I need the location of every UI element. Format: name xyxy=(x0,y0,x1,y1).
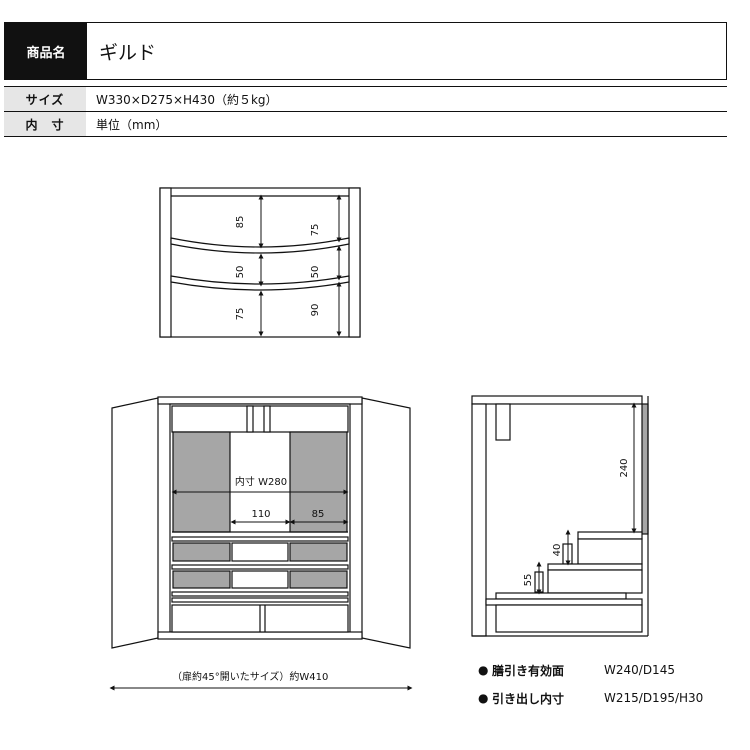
dim-label: 75 xyxy=(235,308,246,321)
top-view-right-wall xyxy=(348,187,361,338)
side-front-edge xyxy=(641,403,649,535)
dim-label: 85 xyxy=(235,216,246,229)
top-view-shelf-curve-2 xyxy=(170,275,350,291)
spec-row-inner: 内 寸 単位（mm） xyxy=(4,112,727,137)
front-step-top xyxy=(171,536,349,542)
side-step-top xyxy=(577,531,643,540)
dim-label: 90 xyxy=(310,304,321,317)
inner-width-label: 内寸 W280 xyxy=(235,475,287,488)
dim-label: 50 xyxy=(235,266,246,279)
note-value: W215/D195/H30 xyxy=(604,691,704,705)
side-view-dimensions xyxy=(536,402,637,595)
step2-right-panel xyxy=(289,570,348,589)
side-drawer-rail xyxy=(485,598,643,606)
front-post xyxy=(246,405,254,433)
front-back-panel xyxy=(171,405,349,433)
side-back-wall xyxy=(471,403,487,637)
left-side-panel xyxy=(172,431,231,533)
side-step-middle-top xyxy=(547,563,643,571)
spec-row-name: 商品名 ギルド xyxy=(4,22,727,80)
top-view-diagram xyxy=(159,187,361,338)
step-lower-label: 55 xyxy=(523,574,534,587)
right-door xyxy=(361,397,411,649)
step-upper-label: 40 xyxy=(552,544,563,557)
note-drawer: ● 引き出し内寸 W215/D195/H30 xyxy=(478,684,703,712)
top-view-left-wall xyxy=(159,187,172,338)
note-label: 引き出し内寸 xyxy=(492,691,565,706)
side-post xyxy=(495,403,511,441)
front-drawer-shelf xyxy=(171,591,349,597)
step1-left-panel xyxy=(172,542,231,562)
note-value: W240/D145 xyxy=(604,663,675,677)
side-step-lower xyxy=(547,569,643,594)
dim-label: 75 xyxy=(310,224,321,237)
dim-label: 50 xyxy=(310,266,321,279)
front-post xyxy=(263,405,271,433)
note-label: 膳引き有効面 xyxy=(492,663,565,678)
front-base xyxy=(157,631,363,640)
step1-right-panel xyxy=(289,542,348,562)
bullet-icon: ● xyxy=(478,691,489,705)
step1-center xyxy=(231,542,289,562)
side-width-label: 85 xyxy=(312,509,325,520)
center-width-label: 110 xyxy=(251,509,270,520)
left-door xyxy=(111,397,159,649)
spec-label-inner: 内 寸 xyxy=(4,112,86,136)
spec-value-inner: 単位（mm） xyxy=(96,117,168,132)
side-drawer xyxy=(495,604,643,633)
spec-notes: ● 膳引き有効面 W240/D145 ● 引き出し内寸 W215/D195/H3… xyxy=(478,656,703,712)
open-width-caption: （扉約45°開いたサイズ）約W410 xyxy=(172,672,329,683)
side-view-dim-labels: 240 40 55 xyxy=(523,458,630,586)
front-top-cap xyxy=(157,396,363,405)
spec-value-name: ギルド xyxy=(99,41,157,64)
front-step-top xyxy=(171,564,349,570)
side-top-board xyxy=(471,395,643,405)
top-view-shelf-curve-1 xyxy=(170,237,350,254)
spec-label-name: 商品名 xyxy=(5,23,87,79)
top-view-dimensions xyxy=(258,194,342,337)
spec-row-size: サイズ W330×D275×H430（約５kg） xyxy=(4,86,727,112)
side-step-upper xyxy=(577,538,643,565)
spec-table: 商品名 ギルド サイズ W330×D275×H430（約５kg） 内 寸 単位（… xyxy=(4,22,727,137)
side-view-diagram xyxy=(471,395,649,637)
front-view-diagram xyxy=(111,396,411,649)
front-drawer-rail xyxy=(171,597,349,603)
top-view-outline xyxy=(159,187,361,338)
right-side-panel xyxy=(289,431,348,533)
spec-label-size: サイズ xyxy=(4,87,86,111)
spec-value-size: W330×D275×H430（約５kg） xyxy=(96,92,278,107)
front-view-dim-labels: 内寸 W280 110 85 xyxy=(235,475,324,520)
height-label: 240 xyxy=(619,458,630,477)
bullet-icon: ● xyxy=(478,663,489,677)
front-view-dimensions xyxy=(109,489,413,691)
top-view-dim-labels: 85 75 50 50 75 90 xyxy=(235,216,321,321)
step2-center xyxy=(231,570,289,589)
note-tray: ● 膳引き有効面 W240/D145 xyxy=(478,656,703,684)
side-slide-shelf xyxy=(495,592,627,600)
step2-left-panel xyxy=(172,570,231,589)
